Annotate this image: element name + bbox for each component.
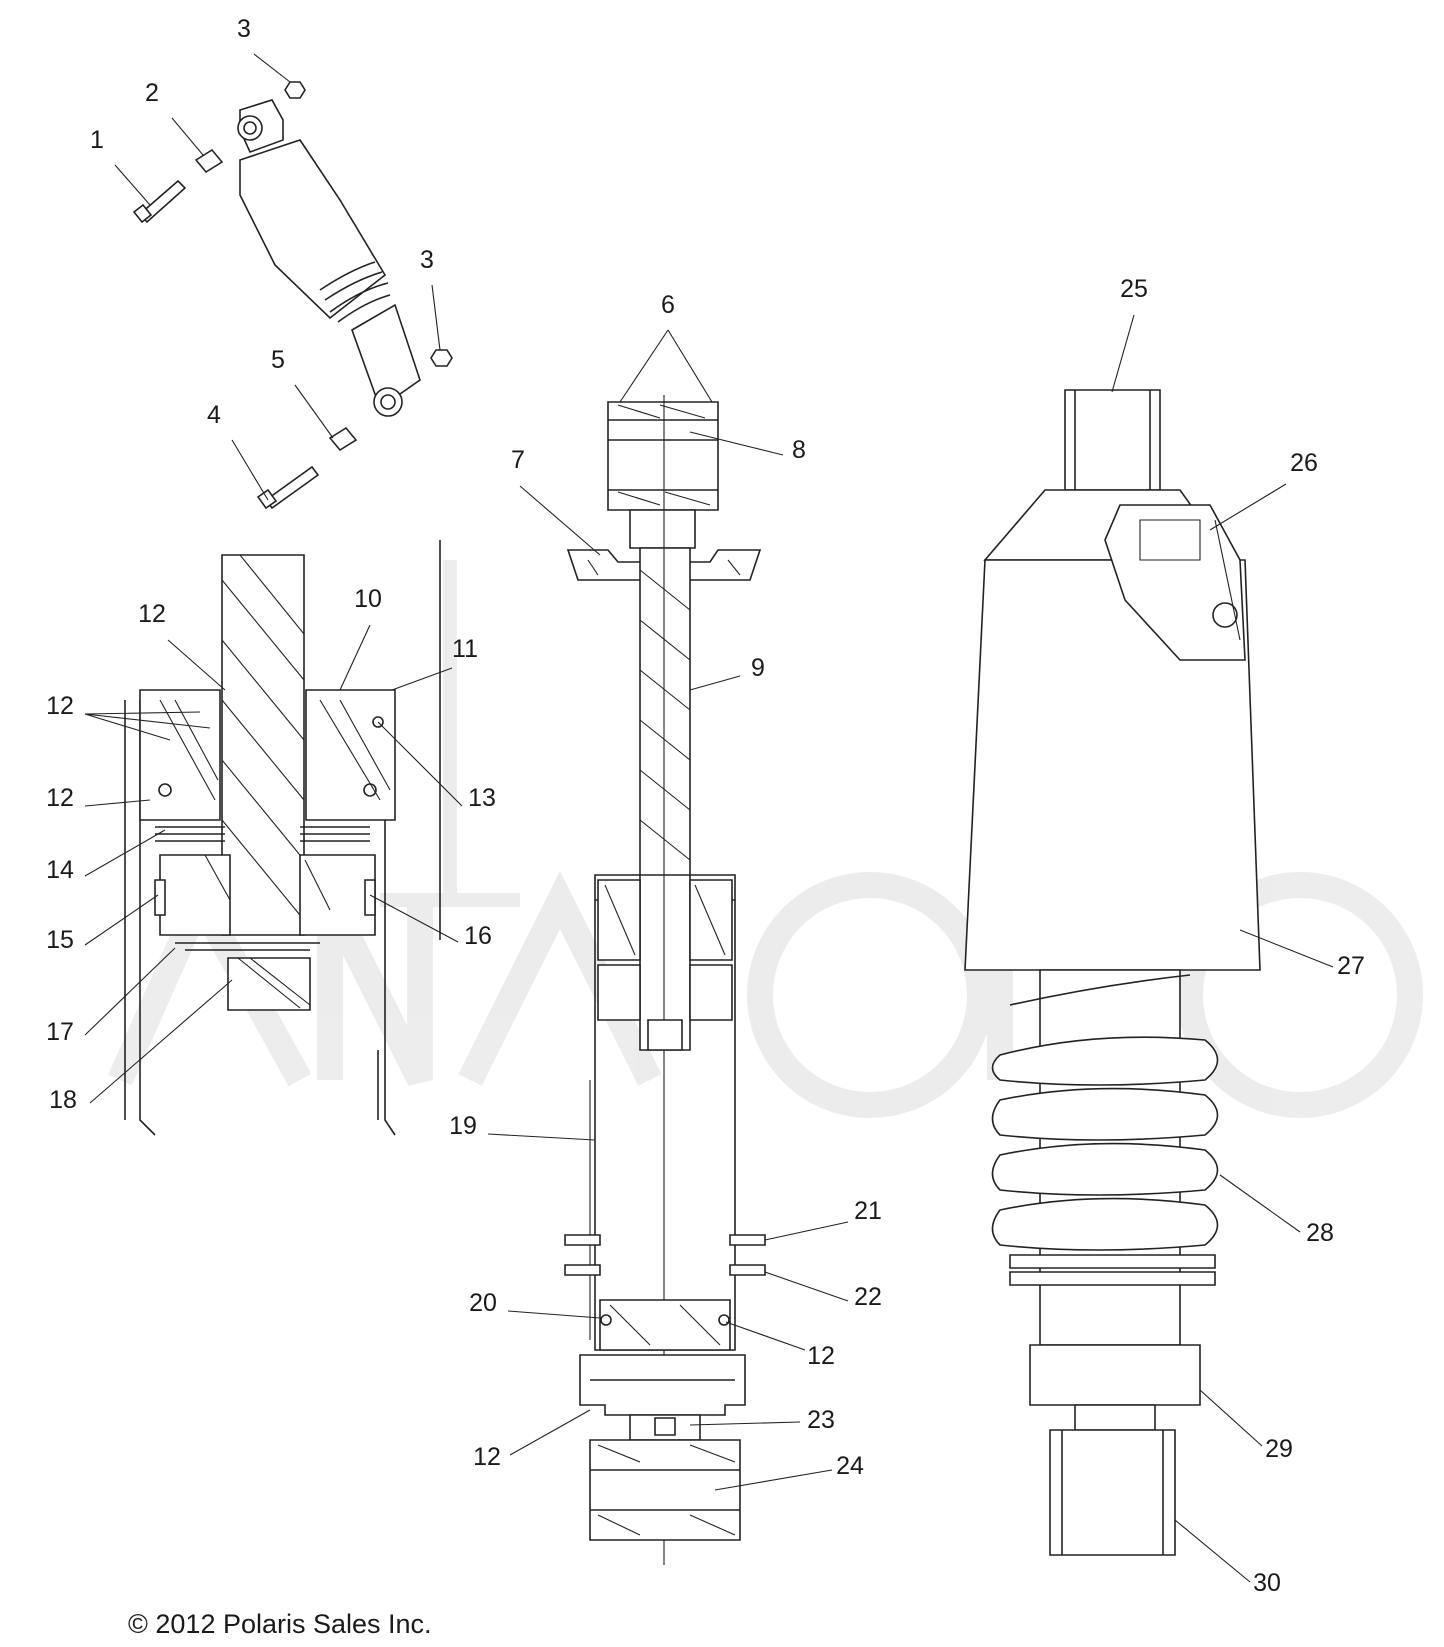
callout-26: 26 [1290,449,1318,477]
callout-14: 14 [46,856,74,884]
callout-1: 1 [90,126,104,154]
callout-30: 30 [1253,1569,1281,1597]
nut-3-right [430,349,453,367]
callout-28: 28 [1306,1219,1334,1247]
callout-7: 7 [511,446,525,474]
nut-3-top [284,81,306,99]
callout-23: 23 [807,1406,835,1434]
callout-9: 9 [751,654,765,682]
callout-20: 20 [469,1289,497,1317]
callout-11: 11 [452,635,478,663]
callout-15: 15 [46,926,74,954]
leader-lines [84,53,1334,1583]
bushing-2 [194,148,224,174]
callout-3: 3 [237,15,251,43]
shock-exterior-right [964,389,1261,1556]
callout-29: 29 [1265,1435,1293,1463]
callout-12: 12 [46,692,74,720]
callout-5: 5 [271,346,285,374]
bushing-5 [328,426,358,452]
shock-assembly-small [132,81,453,510]
callout-17: 17 [46,1018,74,1046]
callout-18: 18 [49,1086,77,1114]
copyright-text: © 2012 Polaris Sales Inc. [128,1609,432,1639]
callout-2: 2 [145,79,159,107]
callout-6: 6 [661,291,675,319]
bolt-4 [256,465,320,510]
shock-cross-section-center [564,395,766,1565]
callout-3: 3 [420,246,434,274]
callout-16: 16 [464,922,492,950]
shock-body-small [237,99,421,417]
callout-25: 25 [1120,275,1148,303]
callout-22: 22 [854,1283,882,1311]
callout-12: 12 [138,600,166,628]
callout-10: 10 [354,585,382,613]
callout-12: 12 [46,784,74,812]
bolt-1 [132,179,187,224]
callout-13: 13 [468,784,496,812]
callout-12: 12 [473,1443,501,1471]
callout-19: 19 [449,1112,477,1140]
callout-24: 24 [836,1452,864,1480]
callout-21: 21 [854,1197,882,1225]
callout-8: 8 [792,436,806,464]
callout-4: 4 [207,401,221,429]
callout-27: 27 [1337,952,1365,980]
piston-cutaway-detail [124,540,441,1136]
callout-12: 12 [807,1342,835,1370]
